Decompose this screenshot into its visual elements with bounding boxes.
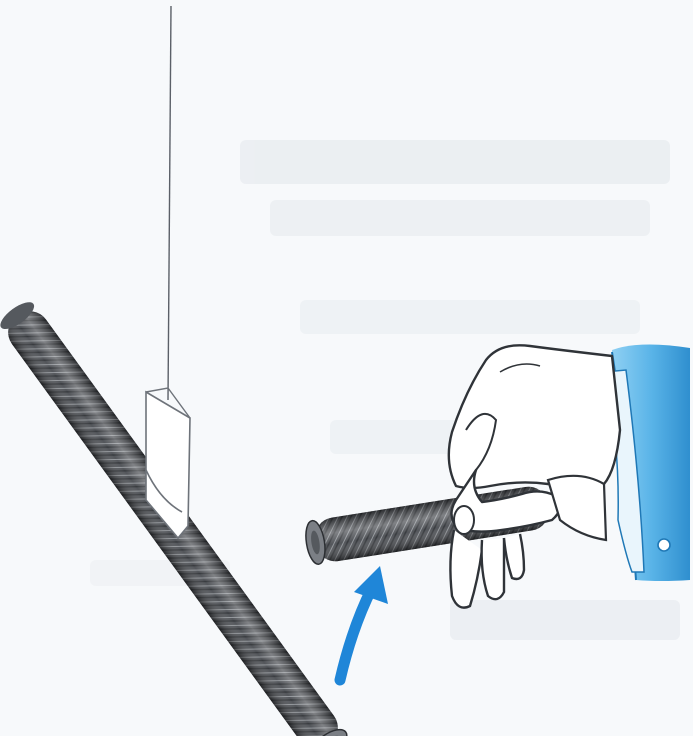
shirt-cuff-icon <box>604 344 690 581</box>
thread <box>168 6 171 400</box>
hand-icon <box>449 345 620 488</box>
curved-arrow-icon <box>340 566 388 680</box>
